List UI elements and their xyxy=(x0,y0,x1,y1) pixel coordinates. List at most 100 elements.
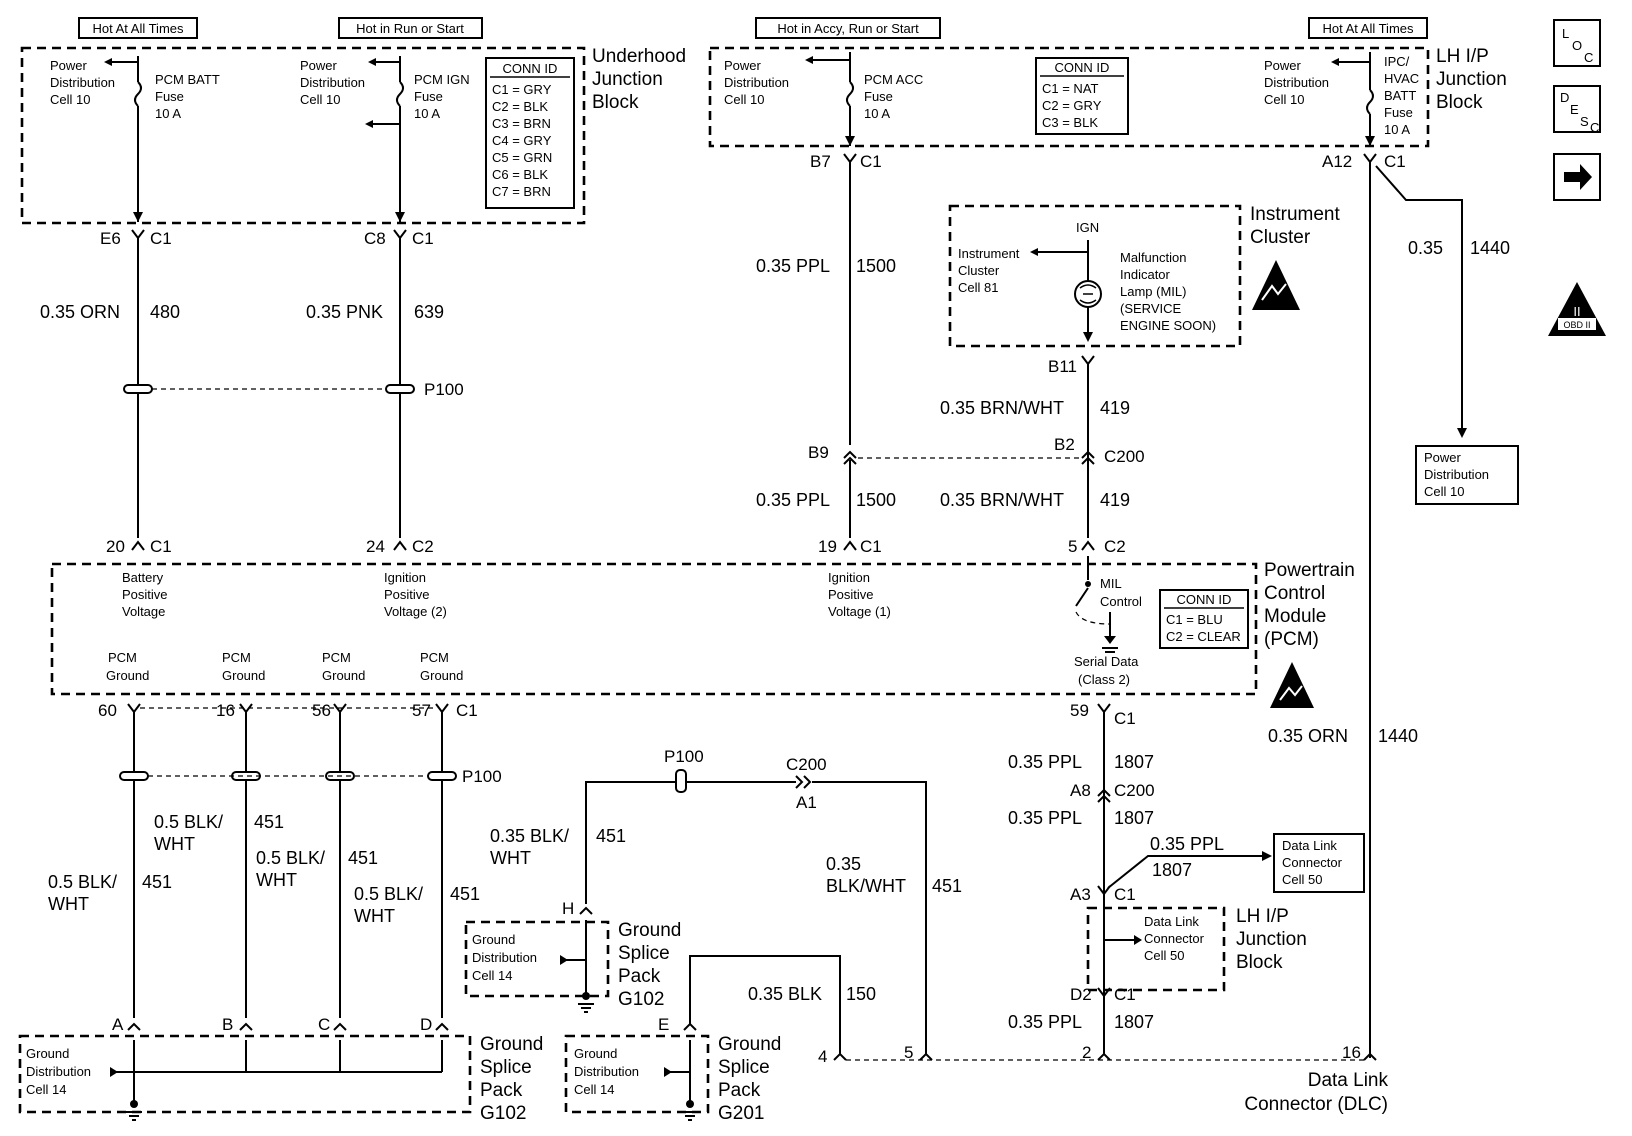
svg-text:Voltage: Voltage xyxy=(122,604,165,619)
svg-text:CONN ID: CONN ID xyxy=(1177,592,1232,607)
wire-451-center xyxy=(585,769,927,1054)
ground-distribution-label-1: Ground Distribution Cell 14 xyxy=(26,1046,91,1097)
svg-text:Module: Module xyxy=(1264,606,1326,627)
svg-text:PCM ACC: PCM ACC xyxy=(864,72,923,87)
svg-text:Power: Power xyxy=(50,58,88,73)
pcm-batt-fuse-label: PCM BATT Fuse 10 A xyxy=(155,72,220,121)
instrument-cluster-label: Instrument Cluster xyxy=(1250,204,1340,248)
svg-text:Control: Control xyxy=(1100,594,1142,609)
svg-text:O: O xyxy=(1572,38,1582,53)
p100-splice-top: P100 xyxy=(123,380,464,399)
svg-text:Ground: Ground xyxy=(472,932,515,947)
svg-text:C2 = CLEAR: C2 = CLEAR xyxy=(1166,629,1241,644)
connector-19-c1: 19 C1 xyxy=(818,537,882,556)
svg-text:5: 5 xyxy=(904,1043,913,1062)
ground-splice-bus-2 xyxy=(560,920,594,1013)
svg-text:C8: C8 xyxy=(364,229,386,248)
dlc-label: Data Link Connector (DLC) xyxy=(1244,1070,1388,1115)
header-hot-at-all-times-2: Hot At All Times xyxy=(1308,17,1428,39)
svg-text:59: 59 xyxy=(1070,701,1089,720)
svg-text:5: 5 xyxy=(1068,537,1077,556)
svg-text:419: 419 xyxy=(1100,490,1130,510)
svg-text:PCM: PCM xyxy=(222,650,251,665)
svg-text:56: 56 xyxy=(312,701,331,720)
connector-5-c2: 5 C2 xyxy=(1068,537,1126,556)
svg-text:Fuse: Fuse xyxy=(414,89,443,104)
svg-text:Cell 81: Cell 81 xyxy=(958,280,998,295)
svg-text:0.5 BLK/: 0.5 BLK/ xyxy=(154,812,223,832)
wire-451-center-labels: 0.35 BLK/ WHT 451 0.35 BLK/WHT 451 xyxy=(490,826,962,896)
svg-text:IGN: IGN xyxy=(1076,220,1099,235)
svg-text:Indicator: Indicator xyxy=(1120,267,1171,282)
esd-warning-icon xyxy=(1270,662,1314,708)
svg-text:150: 150 xyxy=(846,984,876,1004)
svg-text:D: D xyxy=(1560,90,1569,105)
svg-text:Ground: Ground xyxy=(480,1034,543,1055)
esd-warning-icon xyxy=(1252,260,1300,310)
svg-text:A: A xyxy=(112,1015,124,1034)
connector-59-c1: 59 C1 xyxy=(1070,701,1136,728)
svg-text:Connector (DLC): Connector (DLC) xyxy=(1244,1094,1388,1115)
ground-splice-pack-g201-outline xyxy=(564,1034,710,1114)
svg-text:II: II xyxy=(1573,304,1580,319)
right-arrow-icon[interactable] xyxy=(1553,153,1601,201)
header-text: Hot At All Times xyxy=(92,21,184,36)
ipc-hvac-batt-fuse xyxy=(1331,52,1375,146)
connector-pcm-ground-pins: 60 16 56 57 C1 xyxy=(98,701,478,720)
svg-text:B2: B2 xyxy=(1054,435,1075,454)
svg-text:Power: Power xyxy=(300,58,338,73)
battery-positive-voltage-label: Battery Positive Voltage xyxy=(122,570,168,619)
svg-text:Block: Block xyxy=(592,92,639,113)
svg-text:639: 639 xyxy=(414,302,444,322)
svg-text:PCM: PCM xyxy=(420,650,449,665)
svg-text:0.35 PPL: 0.35 PPL xyxy=(1150,834,1224,854)
svg-text:Cluster: Cluster xyxy=(958,263,1000,278)
svg-text:Connector: Connector xyxy=(1282,855,1343,870)
svg-text:1807: 1807 xyxy=(1114,808,1154,828)
wire-150 xyxy=(689,955,841,1054)
lhip-junction-block-lower-label: LH I/P Junction Block xyxy=(1236,906,1307,973)
svg-text:C2: C2 xyxy=(1104,537,1126,556)
svg-text:C7 = BRN: C7 = BRN xyxy=(492,184,551,199)
svg-text:Instrument: Instrument xyxy=(1250,204,1340,225)
svg-text:Control: Control xyxy=(1264,583,1325,604)
pcm-outline xyxy=(50,562,1258,696)
svg-text:0.35 PNK: 0.35 PNK xyxy=(306,302,383,322)
svg-text:A3: A3 xyxy=(1070,885,1091,904)
svg-text:Ground: Ground xyxy=(106,668,149,683)
svg-text:0.5 BLK/: 0.5 BLK/ xyxy=(354,884,423,904)
svg-text:20: 20 xyxy=(106,537,125,556)
pcm-acc-fuse-label: PCM ACC Fuse 10 A xyxy=(864,72,923,121)
svg-text:0.35 BRN/WHT: 0.35 BRN/WHT xyxy=(940,490,1064,510)
svg-text:G102: G102 xyxy=(618,989,664,1010)
svg-text:Power: Power xyxy=(724,58,762,73)
svg-text:Ground: Ground xyxy=(574,1046,617,1061)
wire-150-label: 0.35 BLK 150 xyxy=(748,984,876,1004)
svg-text:2: 2 xyxy=(1082,1043,1091,1062)
p100-splice-lower: P100 xyxy=(119,767,502,786)
svg-text:WHT: WHT xyxy=(48,894,89,914)
svg-text:57: 57 xyxy=(412,701,431,720)
location-icon[interactable]: L O C xyxy=(1553,19,1601,67)
svg-text:451: 451 xyxy=(932,876,962,896)
svg-text:Underhood: Underhood xyxy=(592,46,686,67)
svg-text:0.35 BLK: 0.35 BLK xyxy=(748,984,822,1004)
svg-text:Power: Power xyxy=(1424,450,1462,465)
pcm-label: Powertrain Control Module (PCM) xyxy=(1264,560,1355,650)
description-icon[interactable]: D E S C xyxy=(1553,85,1601,135)
lhip-junction-block-label: LH I/P Junction Block xyxy=(1436,46,1507,113)
svg-text:B9: B9 xyxy=(808,443,829,462)
svg-text:10 A: 10 A xyxy=(155,106,181,121)
ground-wire-451-labels: 0.5 BLK/ WHT 451 0.5 BLK/ WHT 451 0.5 BL… xyxy=(48,812,480,926)
svg-text:WHT: WHT xyxy=(256,870,297,890)
svg-text:10 A: 10 A xyxy=(1384,122,1410,137)
svg-text:Pack: Pack xyxy=(618,966,661,987)
svg-text:E6: E6 xyxy=(100,229,121,248)
pcm-ign-fuse-label: PCM IGN Fuse 10 A xyxy=(414,72,470,121)
connector-abcd: A B C D xyxy=(112,1015,449,1034)
svg-text:P100: P100 xyxy=(462,767,502,786)
svg-text:Ground: Ground xyxy=(322,668,365,683)
svg-text:LH I/P: LH I/P xyxy=(1236,906,1289,927)
svg-text:Cell 14: Cell 14 xyxy=(574,1082,614,1097)
svg-text:16: 16 xyxy=(216,701,235,720)
